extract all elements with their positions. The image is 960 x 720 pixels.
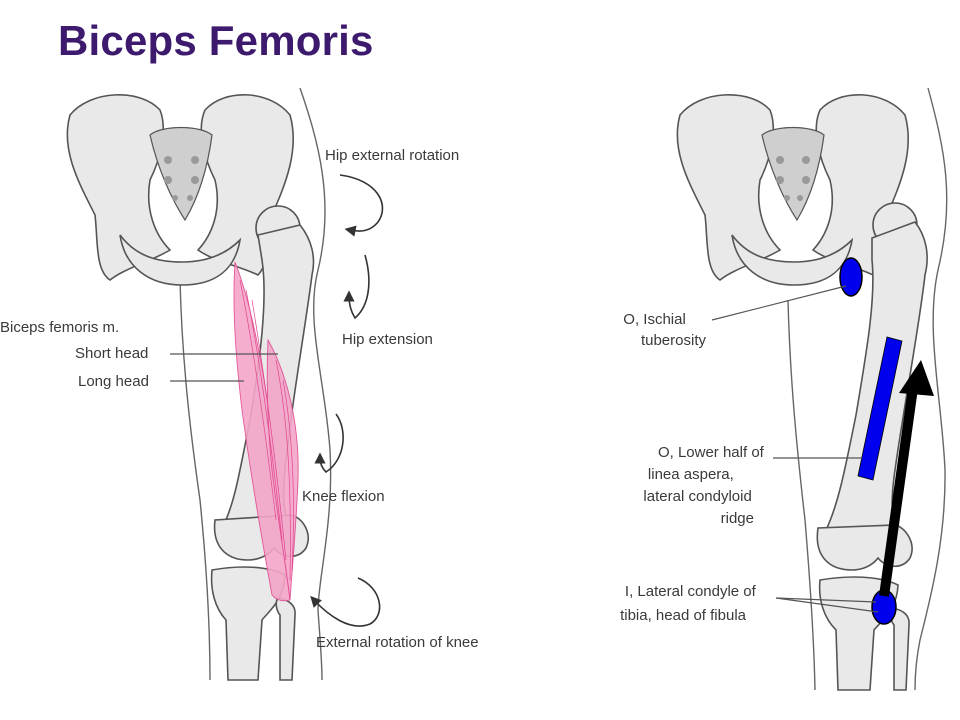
left-leg-outline: [299, 87, 332, 681]
action-hip-external-rotation: Hip external rotation: [325, 147, 459, 164]
pelvis-bone-right: [676, 93, 909, 286]
origin-ischial-label: O, Ischial tuberosity: [623, 311, 706, 349]
knee-flexion-arrow: [314, 413, 344, 474]
ischial-leader: [711, 285, 847, 321]
hip-extension-arrow: [343, 254, 370, 320]
slide-title: Biceps Femoris: [58, 17, 374, 64]
origin-ischial-line-2: tuberosity: [641, 332, 707, 349]
left-figure: Biceps femoris m. Short head Long head H…: [0, 87, 479, 681]
biceps-femoris-muscle: [233, 261, 299, 602]
tibia-fibula-bones-right: [818, 576, 910, 691]
muscle-action-arrow-head: [899, 360, 934, 396]
origin-linea-line-4: ridge: [721, 510, 754, 527]
insertion-label: I, Lateral condyle of tibia, head of fib…: [620, 583, 760, 624]
biceps-femoris-label: Biceps femoris m.: [0, 319, 119, 336]
insertion-line-1: I, Lateral condyle of: [625, 583, 757, 600]
muscle-action-arrow-shaft: [879, 387, 918, 597]
action-knee-flexion: Knee flexion: [302, 488, 385, 505]
long-head-label: Long head: [78, 373, 149, 390]
tibia-fibula-bones: [210, 566, 296, 681]
short-head-label: Short head: [75, 345, 148, 362]
insertion-leader-1: [775, 597, 877, 603]
origin-ischial-line-1: O, Ischial: [623, 311, 686, 328]
left-leg-outline-inner: [179, 279, 211, 681]
ischial-tuberosity-marker: [839, 257, 863, 297]
right-leg-outline: [914, 87, 948, 691]
right-leg-outline-inner: [787, 299, 816, 691]
external-rotation-knee-arrow: [310, 577, 381, 627]
origin-linea-line-1: O, Lower half of: [658, 444, 765, 461]
linea-aspera-marker: [857, 336, 903, 481]
origin-linea-line-3: lateral condyloid: [643, 488, 751, 505]
pelvis-bone: [66, 93, 294, 286]
origin-linea-aspera-label: O, Lower half of linea aspera, lateral c…: [643, 444, 768, 527]
insertion-line-2: tibia, head of fibula: [620, 607, 747, 624]
action-external-rotation-knee: External rotation of knee: [316, 634, 479, 651]
action-hip-extension: Hip extension: [342, 331, 433, 348]
insertion-leader-2: [775, 597, 879, 613]
right-figure: O, Ischial tuberosity O, Lower half of l…: [620, 87, 948, 691]
origin-linea-line-2: linea aspera,: [648, 466, 734, 483]
hip-external-rotation-arrow: [339, 174, 384, 237]
